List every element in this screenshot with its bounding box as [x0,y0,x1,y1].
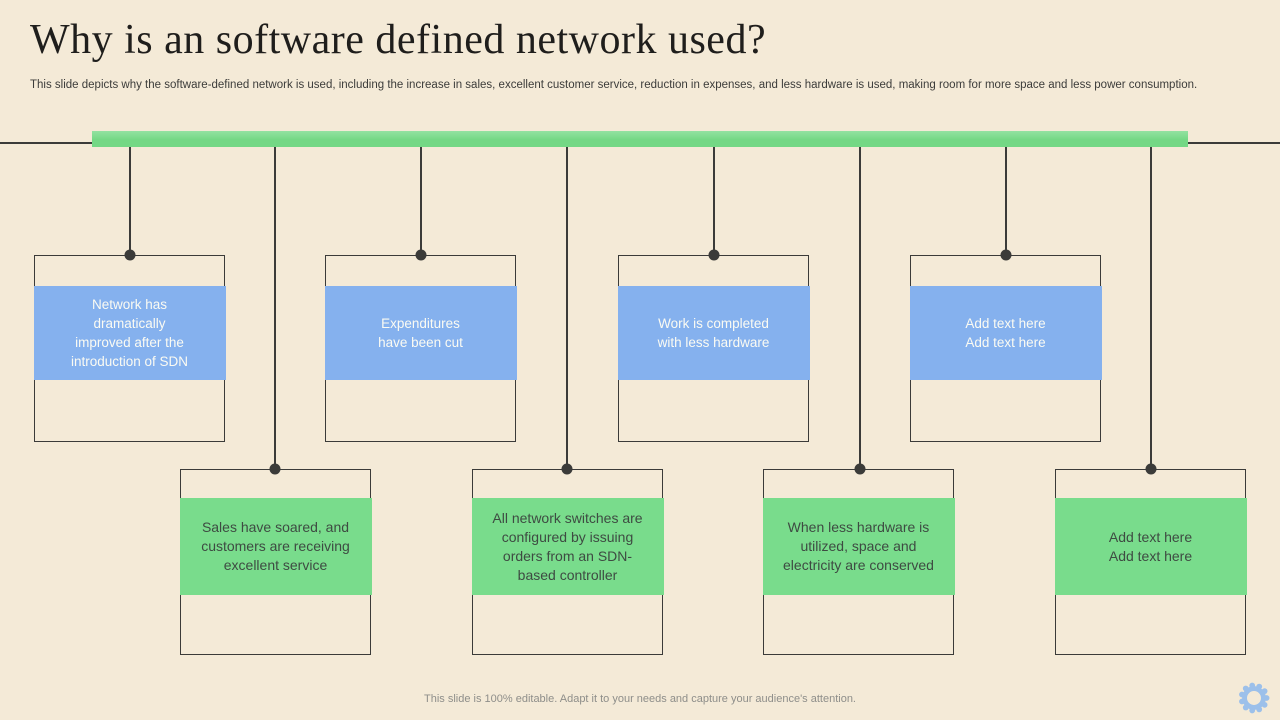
page-title: Why is an software defined network used? [30,17,767,63]
connector-line-top-3 [713,147,715,255]
slide-subtitle: This slide depicts why the software-defi… [30,79,1198,91]
connector-dot-bottom-3 [854,463,866,475]
bottom-box-4-placeholder[interactable]: Add text here Add text here [1054,498,1247,595]
top-box-4-placeholder[interactable]: Add text here Add text here [909,286,1102,380]
bottom-box-2-label: All network switches are configured by i… [492,509,643,583]
connector-line-top-1 [129,147,131,255]
connector-line-top-4 [1005,147,1007,255]
top-box-1-fill: Network has dramatically improved after … [33,286,226,380]
connector-line-bottom-3 [859,147,861,469]
top-box-2: Expenditures have been cut [324,255,517,442]
top-box-1-label: Network has dramatically improved after … [70,297,189,369]
connector-dot-bottom-1 [269,463,281,475]
bottom-box-2: All network switches are configured by i… [471,469,664,655]
connector-line-bottom-4 [1150,147,1152,469]
connector-dot-bottom-4 [1145,463,1157,475]
timeline-green-bar [92,131,1188,147]
connector-dot-top-2 [415,249,427,261]
bottom-box-4: Add text here Add text here [1054,469,1247,655]
connector-line-bottom-1 [274,147,276,469]
bottom-box-1-label: Sales have soared, and customers are rec… [201,519,350,573]
connector-dot-top-3 [708,249,720,261]
top-box-1: Network has dramatically improved after … [33,255,226,442]
bottom-box-1: Sales have soared, and customers are rec… [179,469,372,655]
bottom-box-3-label: When less hardware is utilized, space an… [783,519,934,573]
connector-line-bottom-2 [566,147,568,469]
bottom-box-3: When less hardware is utilized, space an… [762,469,955,655]
top-box-2-fill: Expenditures have been cut [324,286,517,380]
gear-icon [1239,682,1270,714]
connector-line-top-2 [420,147,422,255]
top-box-3-fill: Work is completed with less hardware [617,286,810,380]
bottom-box-4-label: Add text here Add text here [1108,528,1193,564]
top-box-4: Add text here Add text here [909,255,1102,442]
bottom-box-2-fill: All network switches are configured by i… [471,498,664,595]
top-box-3-label: Work is completed with less hardware [657,316,770,350]
bottom-box-3-fill: When less hardware is utilized, space an… [762,498,955,595]
top-box-3: Work is completed with less hardware [617,255,810,442]
connector-dot-bottom-2 [561,463,573,475]
connector-dot-top-4 [1000,249,1012,261]
top-box-2-label: Expenditures have been cut [378,316,463,350]
slide-footer-note: This slide is 100% editable. Adapt it to… [424,693,856,705]
connector-dot-top-1 [124,249,136,261]
bottom-box-1-fill: Sales have soared, and customers are rec… [179,498,372,595]
top-box-4-label: Add text here Add text here [965,316,1046,350]
